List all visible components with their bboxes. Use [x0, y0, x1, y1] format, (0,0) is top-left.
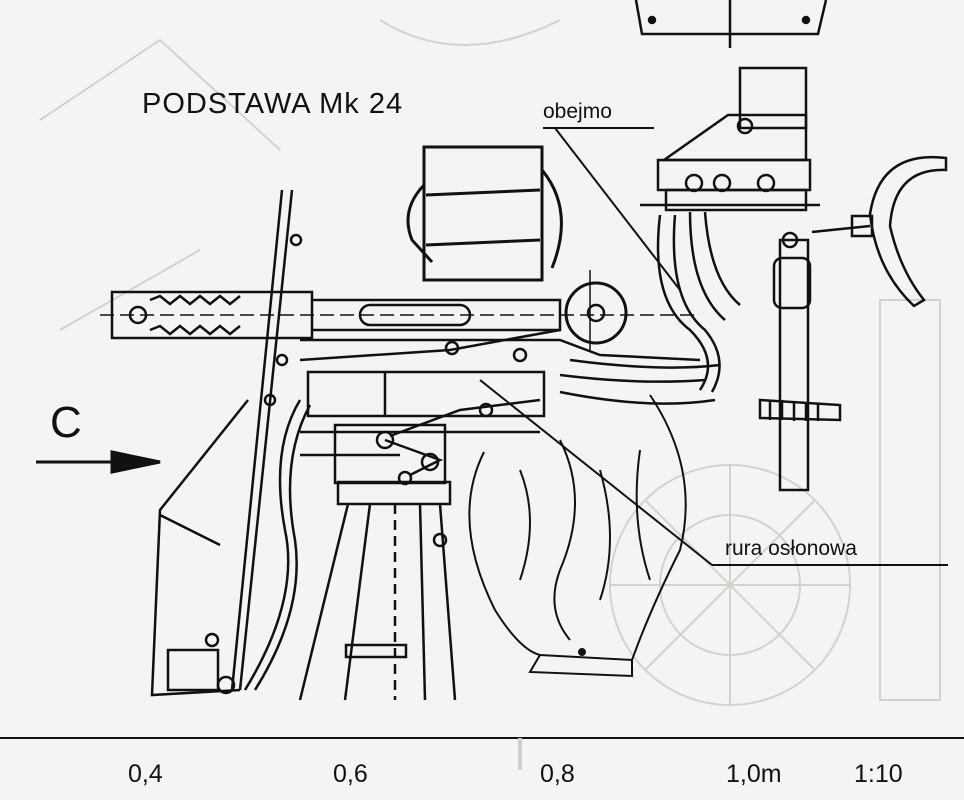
- label-guard-tube: rura osłonowa: [725, 537, 857, 560]
- scale-tick-label: 0,6: [333, 760, 368, 788]
- casing-bag: [468, 394, 687, 678]
- view-letter: C: [50, 398, 82, 447]
- leader-lines: [479, 127, 948, 566]
- scale-bar: [0, 737, 964, 770]
- scale-tick-label: 0,4: [128, 760, 163, 788]
- scale-tick-label: 0,8: [540, 760, 575, 788]
- view-arrow: [36, 450, 161, 474]
- gun-barrel: [100, 270, 700, 350]
- ammo-box: [406, 145, 563, 282]
- label-clamp: obejmo: [543, 100, 612, 123]
- scale-ratio: 1:10: [854, 760, 903, 788]
- shield-assembly: [150, 189, 312, 697]
- top-plate: [634, 0, 828, 48]
- drawing-title: PODSTAWA Mk 24: [142, 88, 404, 120]
- cradle-linkage: [299, 328, 701, 486]
- background-ghost-drawing: [39, 19, 941, 706]
- receiver-sight: [559, 66, 948, 492]
- scale-tick-label: 1,0m: [726, 760, 782, 788]
- pedestal: [298, 423, 457, 701]
